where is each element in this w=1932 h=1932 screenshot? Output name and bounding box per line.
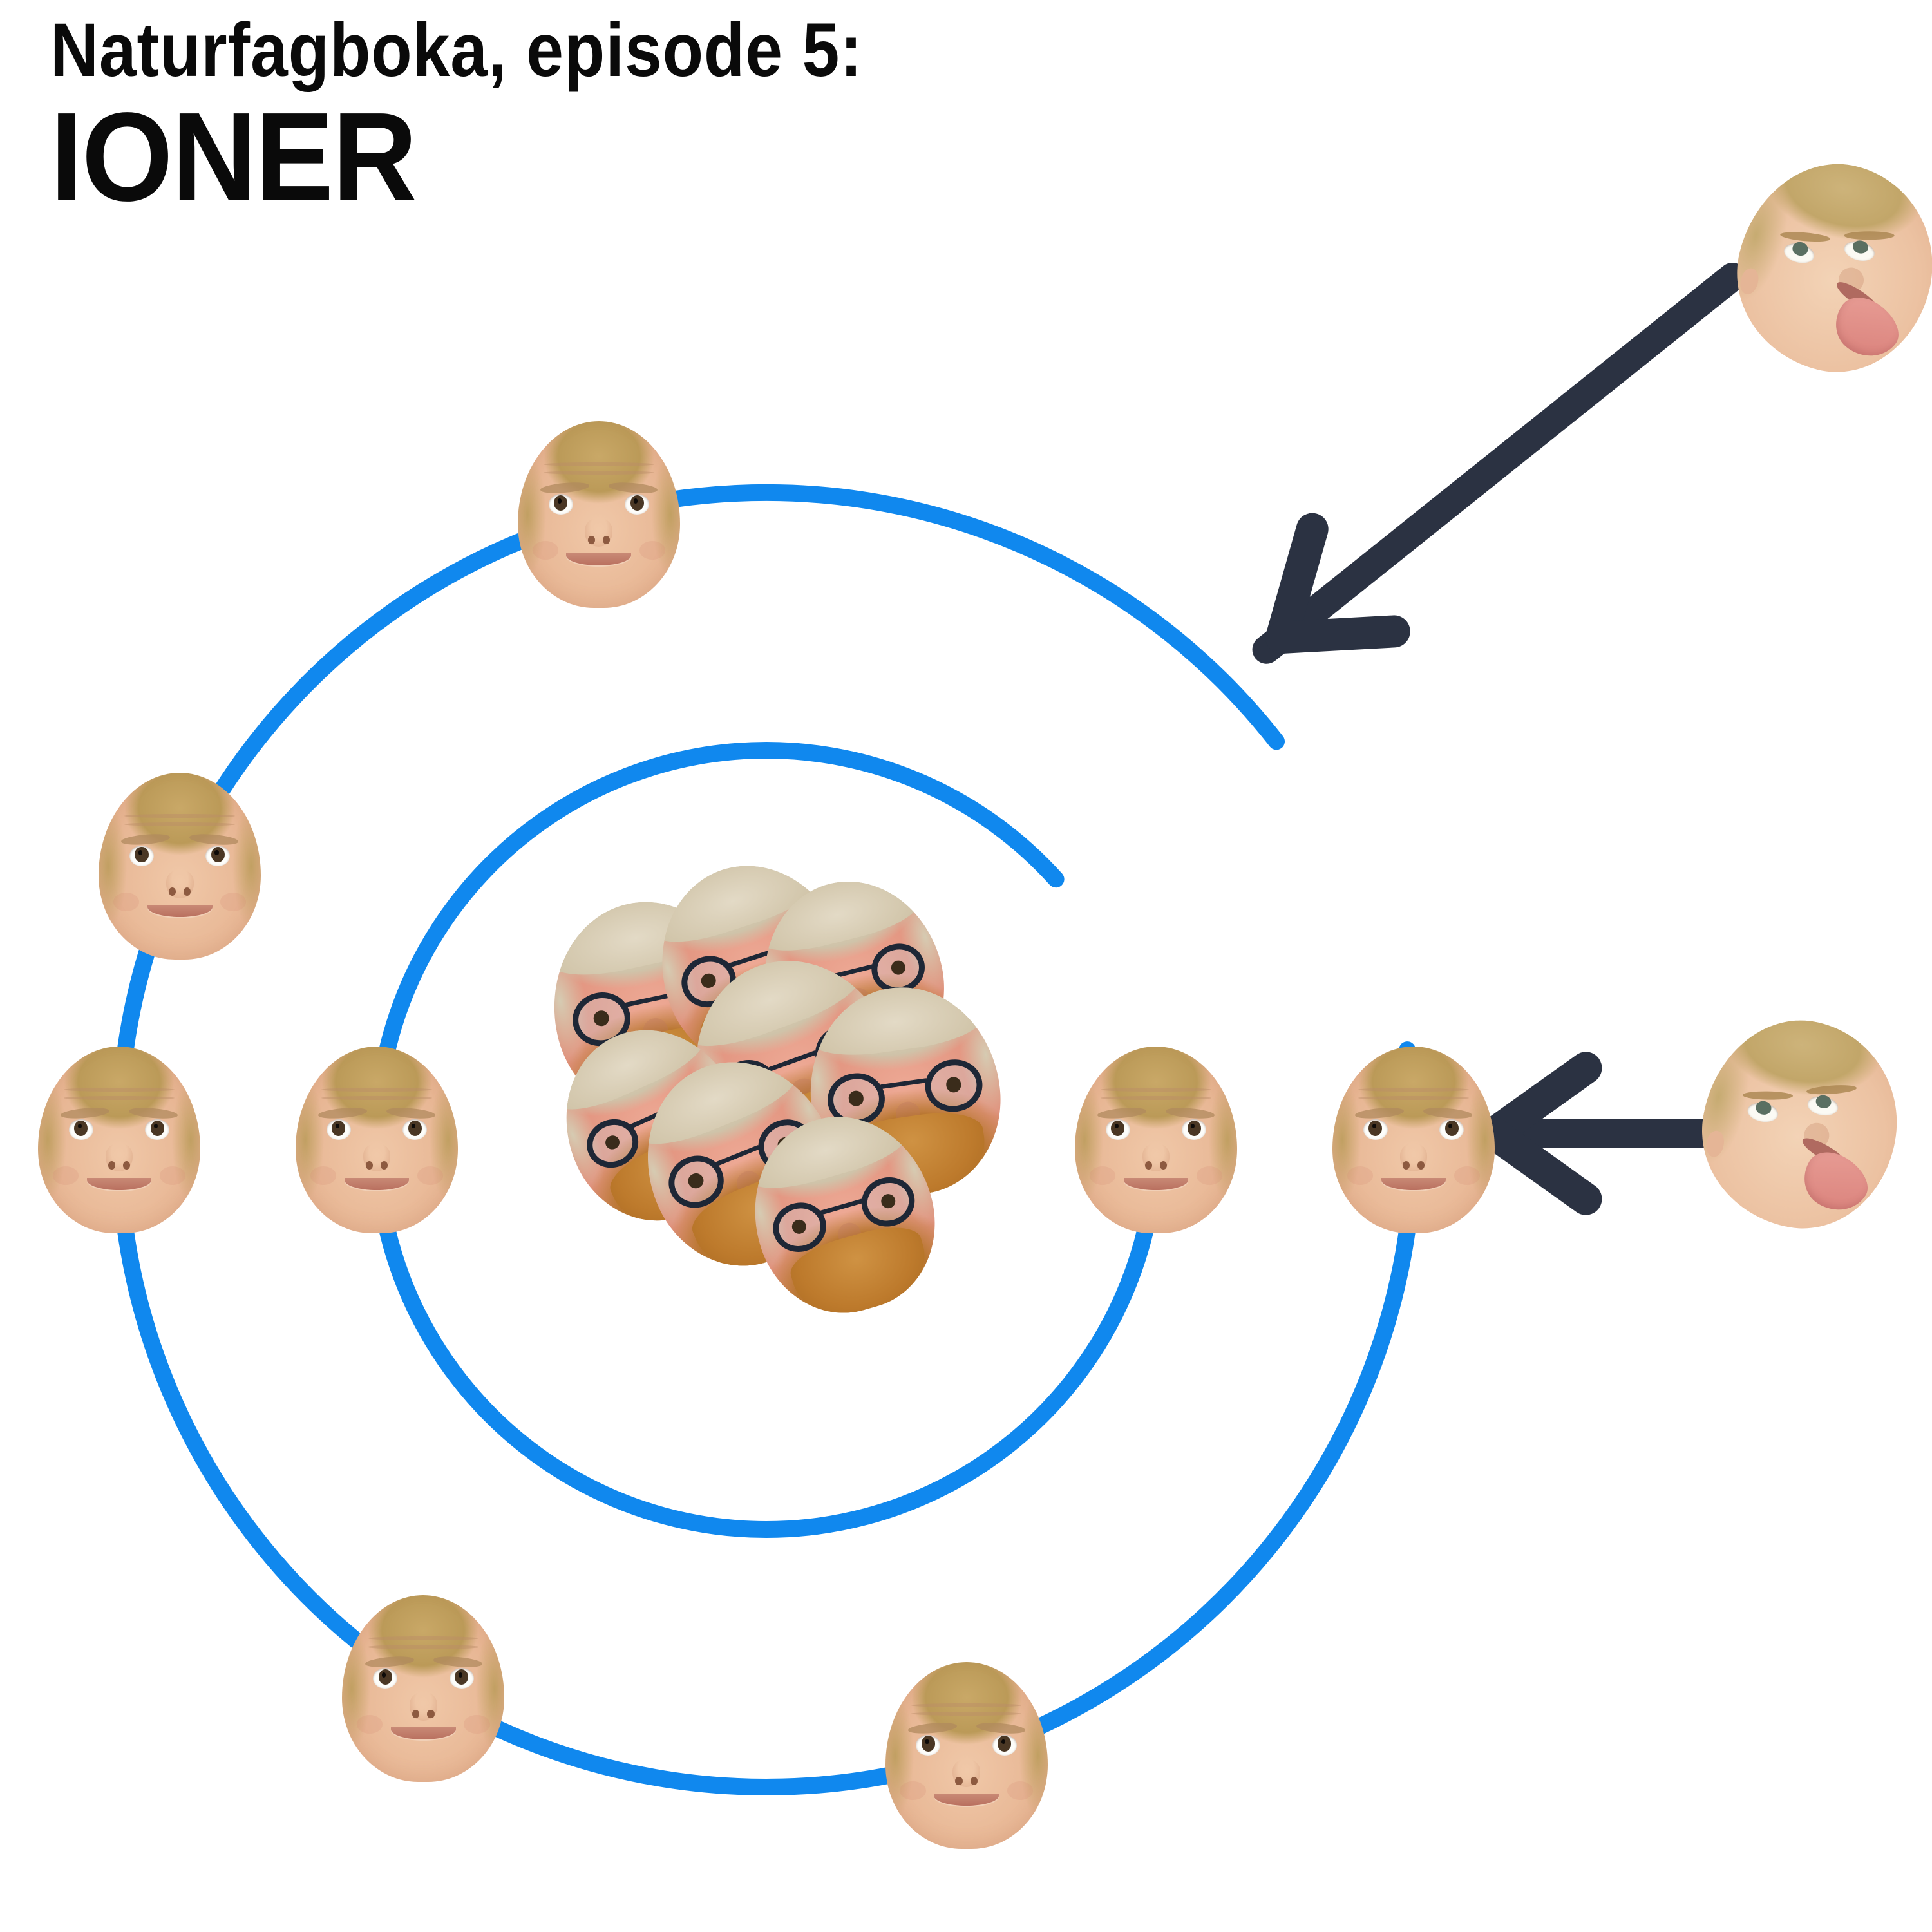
episode-subtitle: Naturfagboka, episode 5: [50, 8, 863, 93]
page-title: IONER [50, 86, 417, 228]
electron-face-icon [342, 1595, 505, 1783]
electron-face-icon [38, 1046, 200, 1233]
electron-face-icon [885, 1662, 1048, 1849]
tongue-out-face-icon [1687, 1005, 1913, 1243]
electron-face-icon [517, 421, 680, 609]
title-block: Naturfagboka, episode 5: IONER [50, 12, 974, 220]
arrow-group [1252, 263, 1747, 1215]
inner-shell-ring [368, 742, 1164, 1538]
electron-face-icon [1075, 1046, 1237, 1233]
outer-shell-ring [110, 484, 1422, 1795]
electron-face-icon [296, 1046, 458, 1233]
arrow-to-outer-shell [1252, 263, 1747, 664]
electron-face-icon [99, 773, 261, 960]
arrow-to-inner-shell [1461, 1052, 1727, 1215]
electron-face-icon [1332, 1046, 1495, 1233]
